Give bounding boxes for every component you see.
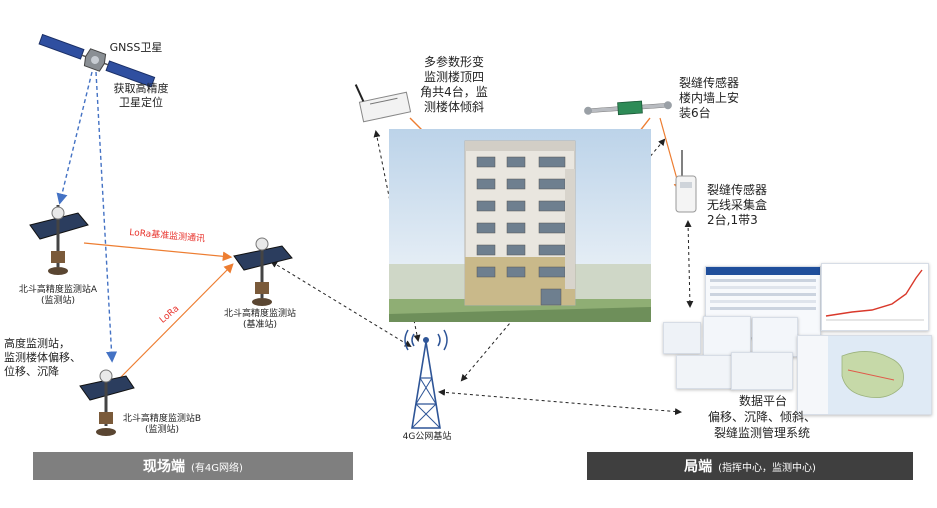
base-station-label: 北斗高精度监测站 (223, 309, 296, 319)
platform-curve-graphic (822, 264, 928, 330)
station-b-label: 北斗高精度监测站B (122, 414, 202, 424)
field-side-subtitle: (有4G网络) (191, 462, 243, 474)
building-illustration (389, 140, 651, 322)
station-a-type: (监测站) (40, 296, 76, 306)
platform-small-screen-4 (676, 355, 732, 389)
tower-to-platform-link (438, 388, 682, 416)
satellite-name: GNSS卫星 (109, 41, 163, 54)
platform-small-screen-2 (703, 316, 751, 358)
tilt-sensor-line3: 角共4台，监 (420, 85, 488, 99)
platform-map-graphic (798, 336, 904, 414)
tilt-sensor-line4: 测楼体倾斜 (423, 100, 484, 114)
office-side-subtitle: (指挥中心，监测中心) (718, 462, 816, 474)
field-side-bar: 现场端 (有4G网络) (33, 452, 353, 480)
crack-to-box-pointer (659, 117, 683, 193)
crack-box-line1: 裂缝传感器 (707, 183, 768, 197)
crack-sensor-line2: 楼内墙上安 (679, 91, 740, 105)
station-b-type: (监测站) (144, 425, 180, 435)
platform-map-screen (797, 335, 932, 415)
height-station-line2: 监测楼体偏移、 (4, 351, 81, 364)
box-to-platform-link (684, 220, 694, 308)
platform-small-screen-5 (731, 352, 793, 390)
height-station-line3: 位移、沉降 (4, 365, 59, 378)
building-image (389, 129, 651, 322)
lora-a-to-base-link (83, 242, 233, 262)
platform-small-screen-1 (663, 322, 701, 354)
crack-box-line3: 2台,1带3 (707, 213, 758, 227)
base-station-type: (基准站) (242, 320, 278, 330)
platform-curve-screen (821, 263, 929, 331)
sat-to-station-a-link (56, 71, 93, 205)
office-side-title: 局端 (684, 459, 713, 475)
crack-sensor-line1: 裂缝传感器 (679, 76, 740, 90)
satellite-desc-line1: 获取高精度 (113, 82, 169, 95)
satellite-desc-line2: 卫星定位 (119, 96, 163, 109)
platform-desc-line2: 裂缝监测管理系统 (713, 426, 810, 440)
tilt-sensor-line2: 监测楼顶四 (423, 70, 484, 84)
platform-small-screen-3 (752, 317, 798, 357)
lora-b-to-base-link (119, 263, 234, 379)
crack-sensor-line3: 装6台 (679, 106, 711, 120)
platform-desc-line1: 偏移、沉降、倾斜、 (707, 410, 816, 424)
tilt-sensor-line1: 多参数形变 (423, 55, 484, 69)
station-a-label: 北斗高精度监测站A (18, 285, 98, 295)
office-side-bar: 局端 (指挥中心，监测中心) (587, 452, 913, 480)
platform-title: 数据平台 (738, 394, 787, 408)
crack-box-line2: 无线采集盒 (707, 198, 768, 212)
tower-label: 4G公网基站 (402, 432, 452, 442)
height-station-line1: 高度监测站， (4, 337, 70, 350)
field-side-title: 现场端 (143, 459, 186, 475)
sat-to-station-b-link (95, 71, 118, 363)
